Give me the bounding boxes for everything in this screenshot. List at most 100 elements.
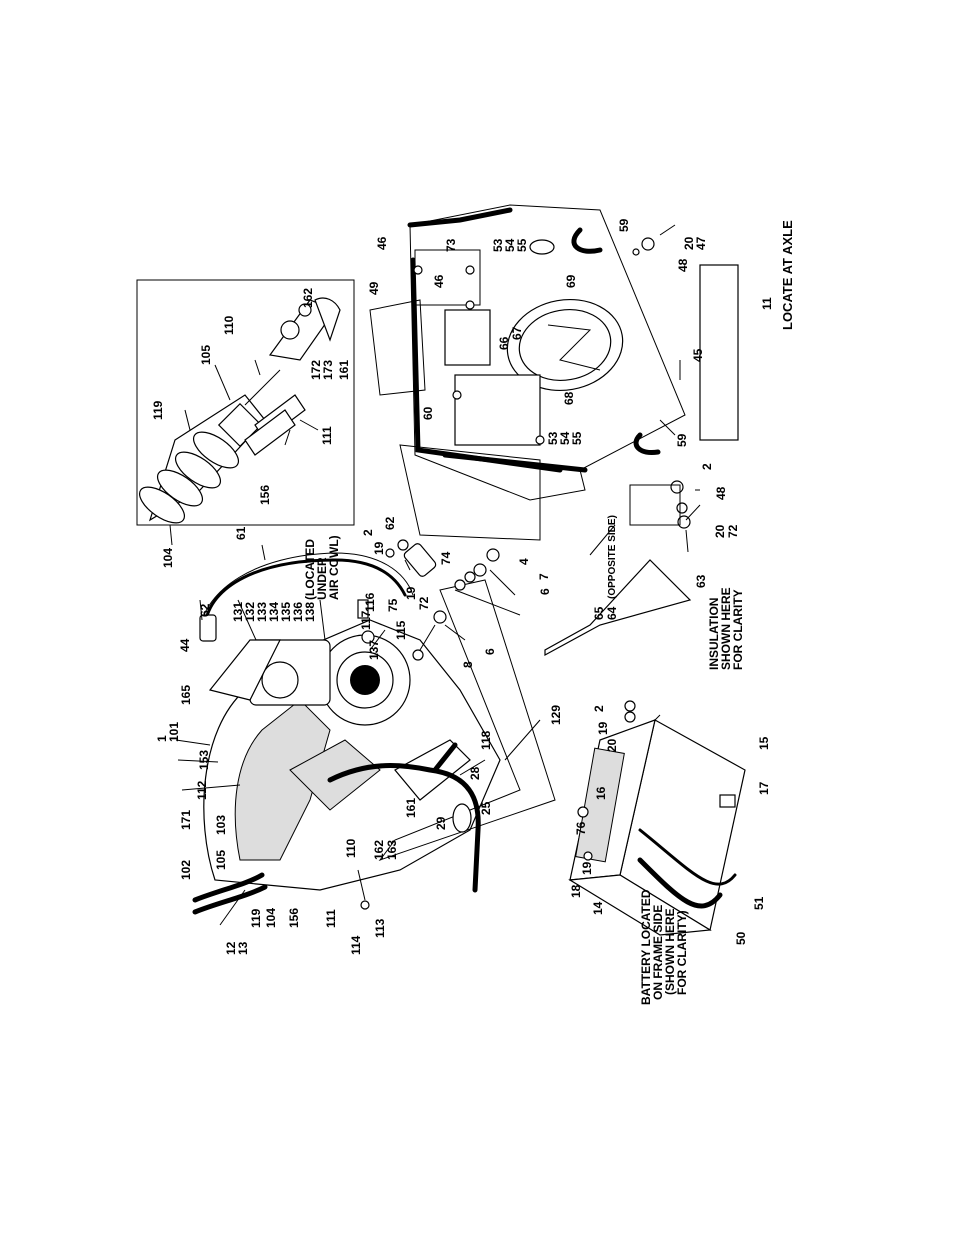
callout-19-lower: 19 — [580, 861, 594, 875]
box-68 — [454, 374, 541, 446]
callout-29: 29 — [434, 816, 448, 830]
callout-132: 132 — [243, 602, 257, 622]
inset-solenoid — [139, 297, 341, 524]
callout-105: 105 — [214, 850, 228, 870]
callout-53-lower: 53 — [546, 431, 560, 445]
callout-18: 18 — [569, 884, 583, 898]
callout-12: 12 — [224, 941, 238, 955]
callout-13: 13 — [236, 941, 250, 955]
callout-119: 119 — [249, 908, 263, 928]
callout-171: 171 — [179, 810, 193, 830]
callout-113: 113 — [373, 918, 387, 938]
callout-63: 63 — [694, 574, 708, 588]
note-insulation-3: FOR CLARITY — [731, 589, 745, 670]
callout-112: 112 — [195, 780, 209, 800]
callout-73: 73 — [444, 238, 458, 252]
note-battery-4: FOR CLARITY) — [675, 910, 689, 995]
callout-19-mid: 19 — [404, 586, 418, 600]
inset-callout-173: 173 — [321, 360, 335, 380]
callout-68: 68 — [562, 391, 576, 405]
callout-2-frame: 2 — [700, 463, 714, 470]
callout-50: 50 — [734, 931, 748, 945]
callout-135: 135 — [279, 602, 293, 622]
callout-49: 49 — [367, 281, 381, 295]
callout-62-left: 62 — [198, 603, 212, 617]
mounting-plate — [378, 579, 556, 861]
callout-17: 17 — [757, 781, 771, 795]
callout-69: 69 — [564, 274, 578, 288]
leader-lines — [169, 359, 701, 926]
engine-assembly — [192, 539, 556, 915]
callout-51: 51 — [752, 896, 766, 910]
note-opposite-side: (OPPOSITE SIDE) — [607, 515, 618, 599]
callout-48-upper: 48 — [676, 258, 690, 272]
callout-64: 64 — [605, 606, 619, 620]
frame-panel — [369, 204, 739, 553]
callout-72-left: 72 — [417, 596, 431, 610]
callout-6-lower: 6 — [483, 648, 497, 655]
callout-19-upper: 19 — [372, 541, 386, 555]
inset-callout-119: 119 — [151, 400, 165, 420]
callout-61: 61 — [234, 526, 248, 540]
callout-8: 8 — [461, 661, 475, 668]
note-air-cowl-3: AIR COWL) — [327, 535, 341, 600]
callout-129: 129 — [549, 705, 563, 725]
callout-11: 11 — [760, 297, 774, 310]
callout-165: 165 — [179, 685, 193, 705]
note-insulation-1: INSULATION — [707, 598, 721, 670]
callout-7: 7 — [537, 573, 551, 580]
callout-137: 137 — [367, 640, 381, 660]
callout-102: 102 — [179, 860, 193, 880]
callout-20-lower: 20 — [713, 524, 727, 538]
battery-box — [568, 700, 746, 936]
callout-118: 118 — [479, 730, 493, 750]
callout-136: 136 — [291, 602, 305, 622]
callout-163: 163 — [385, 840, 399, 860]
callout-55-upper: 55 — [515, 238, 529, 252]
inset-callout-111: 111 — [320, 426, 334, 445]
callout-62-right: 62 — [383, 516, 397, 530]
note-insulation-2: SHOWN HERE — [719, 587, 733, 670]
callout-1: 1 — [155, 735, 169, 742]
inset-detail — [136, 279, 355, 526]
note-battery-1: BATTERY LOCATED — [639, 889, 653, 1005]
callout-134: 134 — [267, 602, 281, 622]
callout-46-upper: 46 — [375, 236, 389, 250]
note-locate-at-axle: LOCATE AT AXLE — [780, 220, 795, 330]
inset-callout-162: 162 — [301, 288, 315, 308]
callout-2-battery: 2 — [592, 705, 606, 712]
axle-part-11 — [699, 264, 739, 441]
inset-callout-156: 156 — [258, 485, 272, 505]
callout-28: 28 — [468, 766, 482, 780]
engine-mount-hardware — [357, 539, 500, 910]
callout-117: 117 — [359, 610, 373, 630]
callout-16: 16 — [594, 786, 608, 800]
callout-162: 162 — [372, 840, 386, 860]
callout-138: 138 — [303, 602, 317, 622]
callout-67: 67 — [510, 326, 524, 340]
callout-74: 74 — [439, 551, 453, 565]
callout-111: 111 — [324, 909, 338, 928]
note-battery-3: (SHOWN HERE — [663, 908, 677, 995]
callout-labels: 1 101 153 112 171 103 102 105 119 104 15… — [151, 218, 795, 1005]
callout-46-lower: 46 — [432, 274, 446, 288]
callout-15: 15 — [757, 736, 771, 750]
callout-104: 104 — [264, 908, 278, 928]
callout-48-lower: 48 — [714, 486, 728, 500]
inset-callout-105: 105 — [199, 345, 213, 365]
callout-59-lower: 59 — [675, 433, 689, 447]
inset-callout-104: 104 — [161, 548, 175, 568]
callout-133: 133 — [255, 602, 269, 622]
callout-101: 101 — [167, 722, 181, 742]
note-battery-2: ON FRAME SIDE — [651, 905, 665, 1000]
callout-65: 65 — [592, 606, 606, 620]
callout-60: 60 — [421, 406, 435, 420]
callout-20-upper: 20 — [682, 236, 696, 250]
inset-callout-172: 172 — [309, 360, 323, 380]
callout-54-upper: 54 — [503, 238, 517, 252]
callout-115: 115 — [394, 620, 408, 640]
callout-116: 116 — [363, 592, 377, 612]
callout-131: 131 — [231, 602, 245, 622]
